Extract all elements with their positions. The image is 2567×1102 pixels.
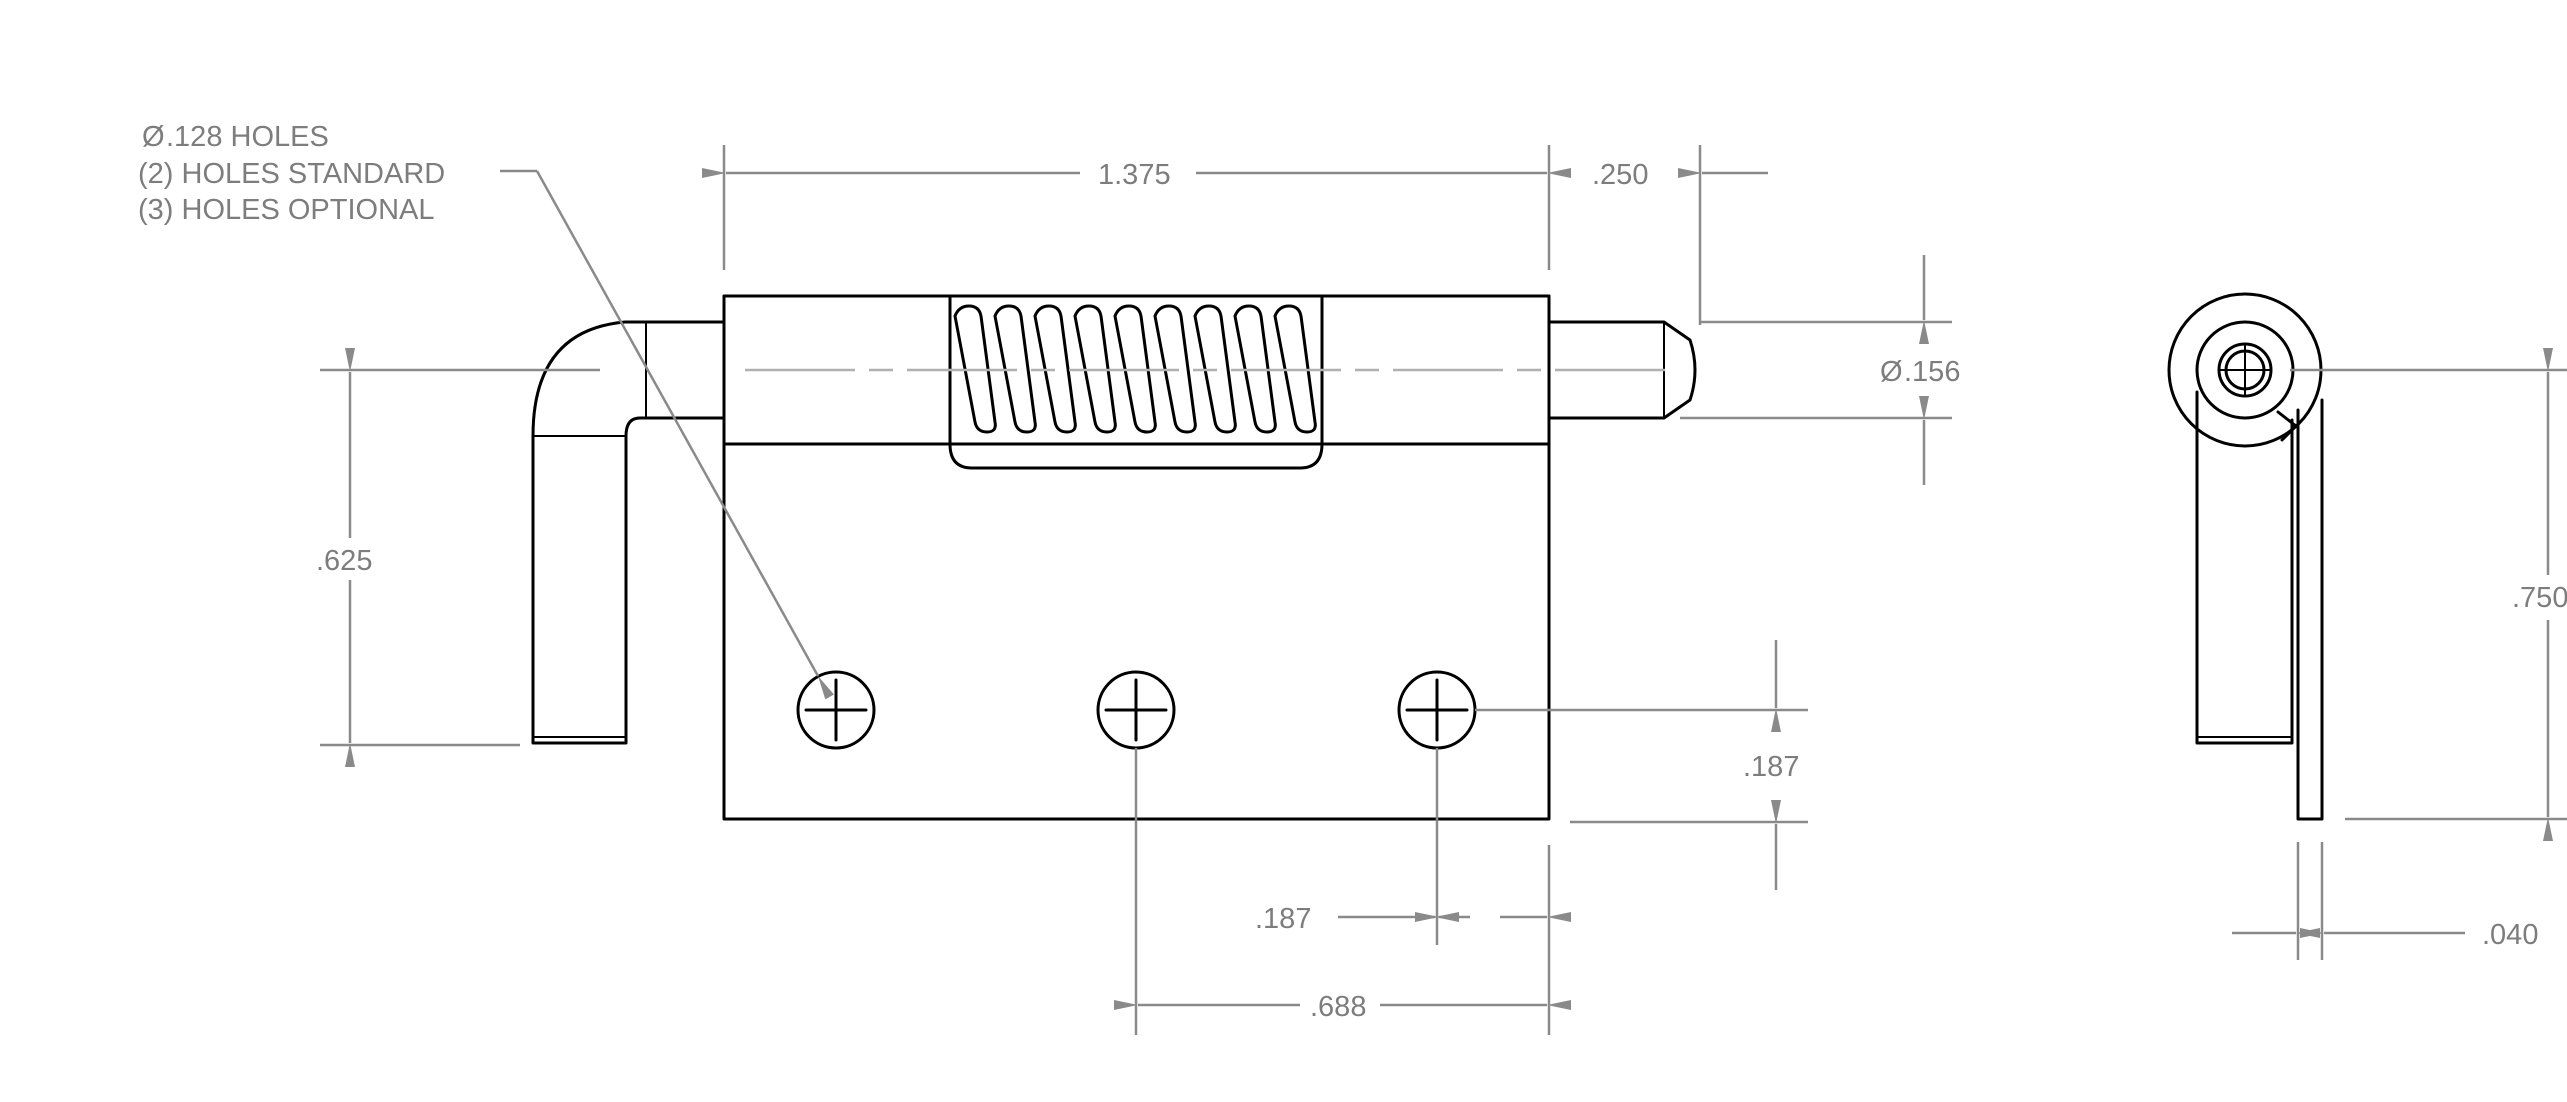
dim-overall-width: 1.375 [1098, 159, 1171, 191]
hole-note-line2: (2) HOLES STANDARD [138, 158, 445, 190]
hole-note-symbol: Ø [142, 121, 165, 153]
labels: Ø .128 HOLES (2) HOLES STANDARD (3) HOLE… [138, 121, 2567, 1023]
spring-coil [1113, 304, 1157, 434]
dim-hole-end-distance: .187 [1255, 903, 1311, 935]
spring-coil [953, 304, 997, 434]
hole-note-line1: .128 HOLES [166, 121, 329, 153]
spring-pocket [948, 294, 1324, 470]
spring-coil [993, 304, 1037, 434]
pin-right-end [1547, 320, 1697, 420]
dimension-lines [320, 145, 2567, 1035]
dim-hole-height: .625 [316, 545, 372, 577]
dim-hole-edge-distance: .187 [1743, 751, 1799, 783]
spring [953, 304, 1317, 434]
spring-coil [1233, 304, 1277, 434]
spring-coil [1033, 304, 1077, 434]
spring-coil [1193, 304, 1237, 434]
mounting-hole-2 [1096, 670, 1176, 750]
dim-pin-diameter: .156 [1904, 356, 1960, 388]
side-view [2167, 292, 2324, 821]
dim-pin-extension: .250 [1592, 159, 1648, 191]
spring-coil [1153, 304, 1197, 434]
mounting-hole-1 [796, 670, 876, 750]
side-leaf [2195, 390, 2294, 745]
mounting-hole-3 [1397, 670, 1477, 750]
pin-handle [531, 320, 726, 745]
dim-pin-diameter-symbol: Ø [1880, 356, 1903, 388]
spring-coil [1273, 304, 1317, 434]
dim-side-height: .750 [2512, 582, 2567, 614]
spring-coil [1073, 304, 1117, 434]
side-plate [2296, 398, 2324, 821]
dim-hole-spacing: .688 [1310, 991, 1366, 1023]
front-view [531, 294, 1697, 821]
dim-thickness: .040 [2482, 919, 2538, 951]
hole-note-line3: (3) HOLES OPTIONAL [138, 194, 435, 226]
